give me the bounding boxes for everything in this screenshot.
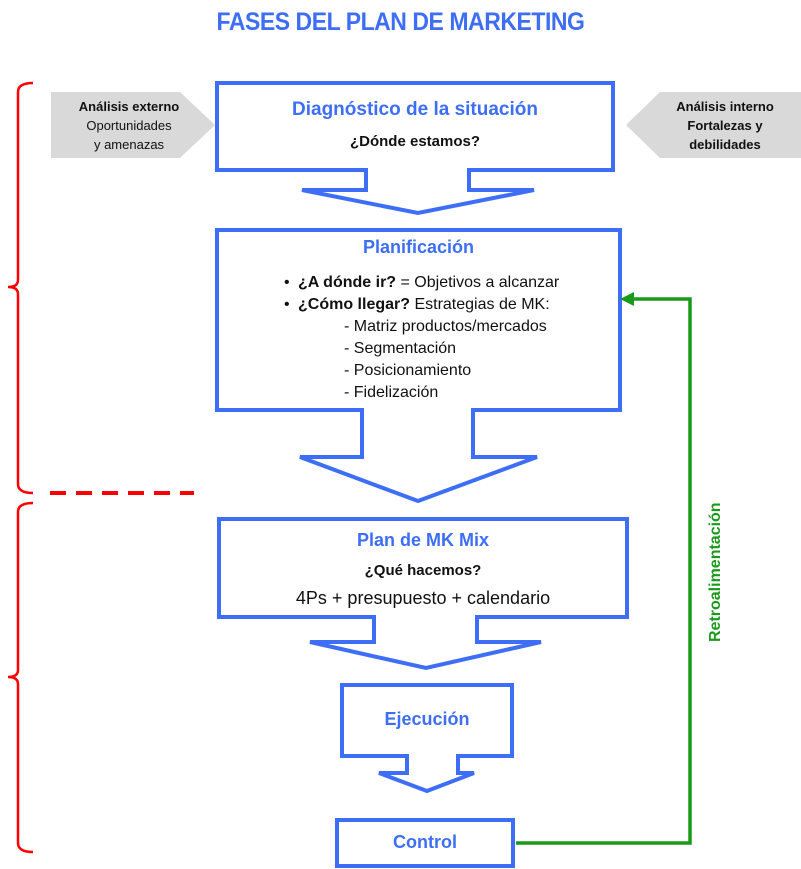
external-analysis-label: Análisis externo Oportunidades y amenaza… bbox=[54, 97, 204, 154]
external-analysis-arrow-shape bbox=[51, 92, 215, 158]
mix-title: Plan de MK Mix bbox=[356, 530, 490, 550]
feedback-label: Retroalimentación bbox=[707, 502, 724, 642]
control-title: Control bbox=[393, 832, 457, 852]
internal-analysis-arrow-shape bbox=[626, 92, 801, 158]
strategy-item: - Posicionamiento bbox=[344, 362, 472, 379]
mix-detail: 4Ps + presupuesto + calendario bbox=[295, 588, 551, 608]
feedback-line bbox=[516, 297, 692, 845]
planning-callout-shape bbox=[215, 228, 622, 504]
mix-callout-shape bbox=[217, 517, 629, 671]
diagnosis-question: ¿Dónde estamos? bbox=[349, 133, 481, 150]
external-analysis-heading: Análisis externo bbox=[78, 99, 180, 114]
execution-title: Ejecución bbox=[384, 709, 470, 729]
internal-analysis-label: Análisis interno Fortalezas y debilidade… bbox=[650, 97, 800, 154]
external-analysis-line2: y amenazas bbox=[93, 137, 165, 152]
mix-question: ¿Qué hacemos? bbox=[364, 562, 482, 579]
internal-analysis-line2: debilidades bbox=[689, 137, 761, 152]
planning-list: •¿A dónde ir? = Objetivos a alcanzar •¿C… bbox=[284, 272, 559, 404]
upper-brace bbox=[7, 81, 34, 495]
diagnosis-callout-shape bbox=[215, 81, 615, 216]
strategy-item: - Matriz productos/mercados bbox=[344, 318, 547, 335]
planning-title: Planificación bbox=[362, 237, 475, 257]
lower-brace bbox=[7, 501, 34, 854]
diagnosis-title: Diagnóstico de la situación bbox=[292, 99, 538, 120]
internal-analysis-line1: Fortalezas y bbox=[687, 118, 763, 133]
page-title: FASES DEL PLAN DE MARKETING bbox=[216, 8, 585, 36]
strategy-item: - Fidelización bbox=[344, 384, 439, 401]
planning-bullet: •¿Cómo llegar? Estrategias de MK: bbox=[284, 296, 550, 313]
execution-callout-shape bbox=[340, 683, 514, 794]
strategy-item: - Segmentación bbox=[344, 340, 457, 357]
control-box-shape bbox=[335, 818, 515, 868]
feedback-arrowhead-icon bbox=[620, 292, 634, 306]
planning-bullet: •¿A dónde ir? = Objetivos a alcanzar bbox=[284, 274, 560, 291]
external-analysis-line1: Oportunidades bbox=[86, 118, 172, 133]
internal-analysis-heading: Análisis interno bbox=[676, 99, 774, 114]
